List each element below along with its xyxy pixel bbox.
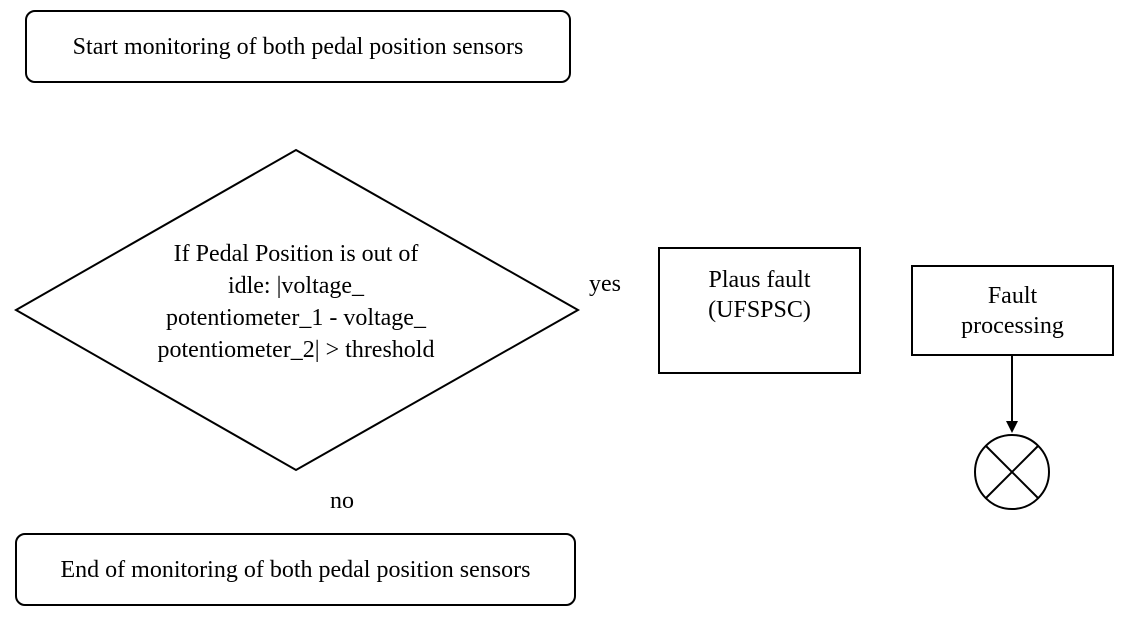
fault-processing-line-2: processing	[961, 312, 1064, 339]
fault-processing-node: Fault processing	[911, 265, 1114, 356]
decision-text: If Pedal Position is out of idle: |volta…	[96, 238, 496, 366]
decision-line-3: potentiometer_1 - voltage_	[166, 305, 426, 331]
decision-line-2: idle: |voltage_	[227, 273, 365, 299]
end-node-label: End of monitoring of both pedal position…	[60, 556, 531, 583]
plaus-fault-line-1: Plaus fault	[708, 267, 811, 293]
decision-line-1: If Pedal Position is out of	[173, 241, 419, 267]
end-node: End of monitoring of both pedal position…	[15, 533, 576, 606]
plaus-fault-line-2: (UFSPSC)	[708, 297, 811, 323]
start-node: Start monitoring of both pedal position …	[25, 10, 571, 83]
start-node-label: Start monitoring of both pedal position …	[72, 33, 524, 60]
decision-line-4: potentiometer_2| > threshold	[157, 337, 435, 363]
circle-x-icon	[974, 434, 1050, 510]
decision-diamond	[13, 148, 581, 472]
yes-label: yes	[589, 271, 621, 297]
fault-processing-line-1: Fault	[987, 282, 1038, 309]
no-label: no	[330, 488, 354, 514]
plaus-fault-node: Plaus fault (UFSPSC)	[658, 247, 861, 374]
